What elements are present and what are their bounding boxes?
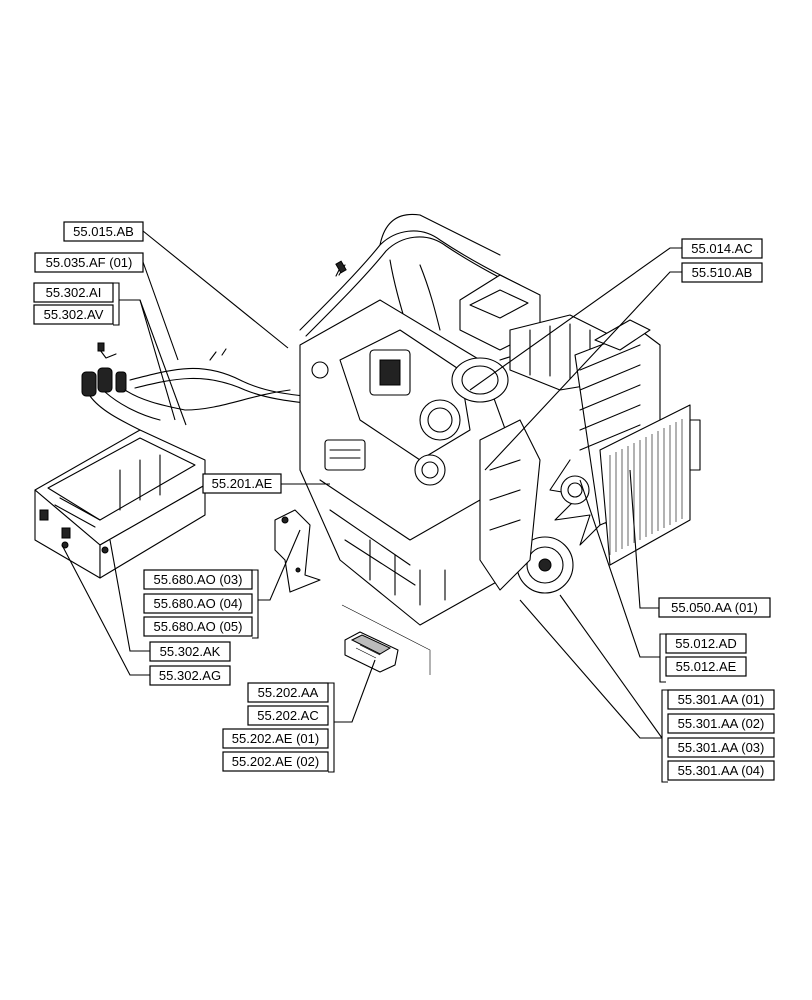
callout-55302AI: 55.302.AI xyxy=(33,282,114,303)
callout-text: 55.050.AA (01) xyxy=(671,600,758,615)
callout-text: 55.014.AC xyxy=(691,241,752,256)
callout-text: 55.301.AA (02) xyxy=(678,716,765,731)
callout-text: 55.202.AE (01) xyxy=(232,731,319,746)
leader-lines xyxy=(61,230,682,783)
battery-box xyxy=(34,429,206,579)
callout-text: 55.035.AF (01) xyxy=(46,255,133,270)
callout-text: 55.510.AB xyxy=(692,265,753,280)
callout-55035AF01: 55.035.AF (01) xyxy=(34,252,144,273)
callout-55015AB: 55.015.AB xyxy=(63,221,144,242)
fan-and-pulleys xyxy=(479,419,651,594)
callout-55012AE: 55.012.AE xyxy=(665,656,747,677)
callout-text: 55.301.AA (03) xyxy=(678,740,765,755)
callout-text: 55.302.AV xyxy=(44,307,104,322)
callout-text: 55.201.AE xyxy=(212,476,273,491)
mounting-bracket xyxy=(274,509,321,593)
callout-55050AA01: 55.050.AA (01) xyxy=(658,597,771,618)
callout-55301AA03: 55.301.AA (03) xyxy=(667,737,775,758)
callout-text: 55.302.AI xyxy=(46,285,102,300)
radiator-pack xyxy=(574,319,701,566)
callout-55302AK: 55.302.AK xyxy=(149,641,231,662)
callout-text: 55.301.AA (04) xyxy=(678,763,765,778)
engine-assembly-illustration xyxy=(34,213,701,675)
callout-text: 55.680.AO (03) xyxy=(154,572,243,587)
callout-55301AA01: 55.301.AA (01) xyxy=(667,689,775,710)
callout-55680AO05: 55.680.AO (05) xyxy=(143,616,253,637)
callout-text: 55.012.AD xyxy=(675,636,736,651)
callout-55202AE01: 55.202.AE (01) xyxy=(222,728,329,749)
callout-text: 55.012.AE xyxy=(676,659,737,674)
callout-text: 55.302.AG xyxy=(159,668,221,683)
callout-text: 55.202.AA xyxy=(258,685,319,700)
callout-text: 55.202.AC xyxy=(257,708,318,723)
callout-55201AE: 55.201.AE xyxy=(202,473,282,494)
callout-55510AB: 55.510.AB xyxy=(681,262,763,283)
callout-55014AC: 55.014.AC xyxy=(681,238,763,259)
callout-55302AV: 55.302.AV xyxy=(33,304,114,325)
callout-text: 55.015.AB xyxy=(73,224,134,239)
callout-text: 55.680.AO (05) xyxy=(154,619,243,634)
callout-text: 55.302.AK xyxy=(160,644,221,659)
callout-55202AC: 55.202.AC xyxy=(247,705,329,726)
callout-55680AO03: 55.680.AO (03) xyxy=(143,569,253,590)
callout-text: 55.301.AA (01) xyxy=(678,692,765,707)
callout-55680AO04: 55.680.AO (04) xyxy=(143,593,253,614)
callout-55301AA02: 55.301.AA (02) xyxy=(667,713,775,734)
callout-text: 55.680.AO (04) xyxy=(154,596,243,611)
callout-55202AE02: 55.202.AE (02) xyxy=(222,751,329,772)
callout-55012AD: 55.012.AD xyxy=(665,633,747,654)
callout-55302AG: 55.302.AG xyxy=(149,665,231,686)
callout-text: 55.202.AE (02) xyxy=(232,754,319,769)
ecu-module xyxy=(341,604,431,675)
callout-55301AA04: 55.301.AA (04) xyxy=(667,760,775,781)
callout-55202AA: 55.202.AA xyxy=(247,682,329,703)
